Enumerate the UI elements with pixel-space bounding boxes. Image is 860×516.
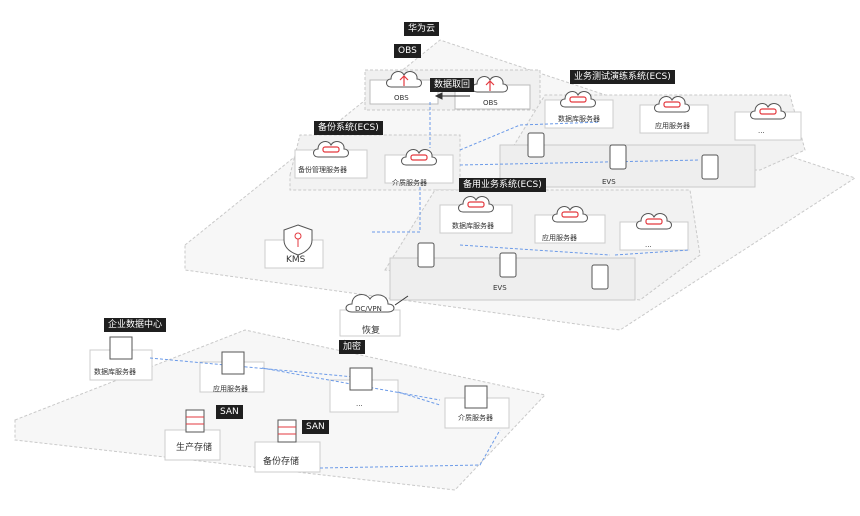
storage-accents [186,416,296,435]
enterprise-dc-tag: 企业数据中心 [104,318,167,332]
san-tag-1: SAN [216,405,243,419]
dc-media-server-label: 介质服务器 [458,414,493,422]
standby-db-server-label: 数据库服务器 [452,222,494,230]
backup-system-tag: 备份系统(ECS) [314,121,383,135]
test-evs-label: EVS [602,178,616,186]
standby-more-label: ... [645,241,652,249]
test-system-tag: 业务测试演练系统(ECS) [570,70,675,84]
backup-mgmt-server-label: 备份管理服务器 [298,166,347,174]
huawei-cloud-tag: 华为云 [404,22,440,36]
test-app-server-label: 应用服务器 [655,122,690,130]
encrypt-tag: 加密 [339,340,366,354]
kms-block [264,224,324,269]
obs-tag: OBS [394,44,421,58]
san-tag-2: SAN [302,420,329,434]
dc-more-label: ... [356,400,363,408]
standby-evs-label: EVS [493,284,507,292]
backup-media-server-label: 介质服务器 [392,179,427,187]
retrieve-arrow [434,92,470,100]
dc-vpn-label: DC/VPN [355,305,382,313]
obs-label-2: OBS [483,99,498,107]
kms-label: KMS [286,255,306,265]
dc-db-server-label: 数据库服务器 [94,368,136,376]
evs-disks [417,132,719,290]
dc-app-server-label: 应用服务器 [213,385,248,393]
test-db-server-label: 数据库服务器 [558,115,600,123]
standby-system-tag: 备用业务系统(ECS) [459,178,546,192]
restore-label: 恢复 [362,326,381,336]
cloud-accent-marks [322,75,777,225]
prod-storage-label: 生产存储 [176,443,213,453]
standby-app-server-label: 应用服务器 [542,234,577,242]
test-more-label: ... [758,127,765,135]
data-retrieve-tag: 数据取回 [430,78,475,92]
dc-vpn-block [339,294,409,351]
backup-storage-label: 备份存储 [263,457,300,467]
obs-label-1: OBS [394,94,409,102]
dc-blocks [89,349,510,473]
storage-cylinders [185,409,297,443]
server-racks [109,336,488,409]
